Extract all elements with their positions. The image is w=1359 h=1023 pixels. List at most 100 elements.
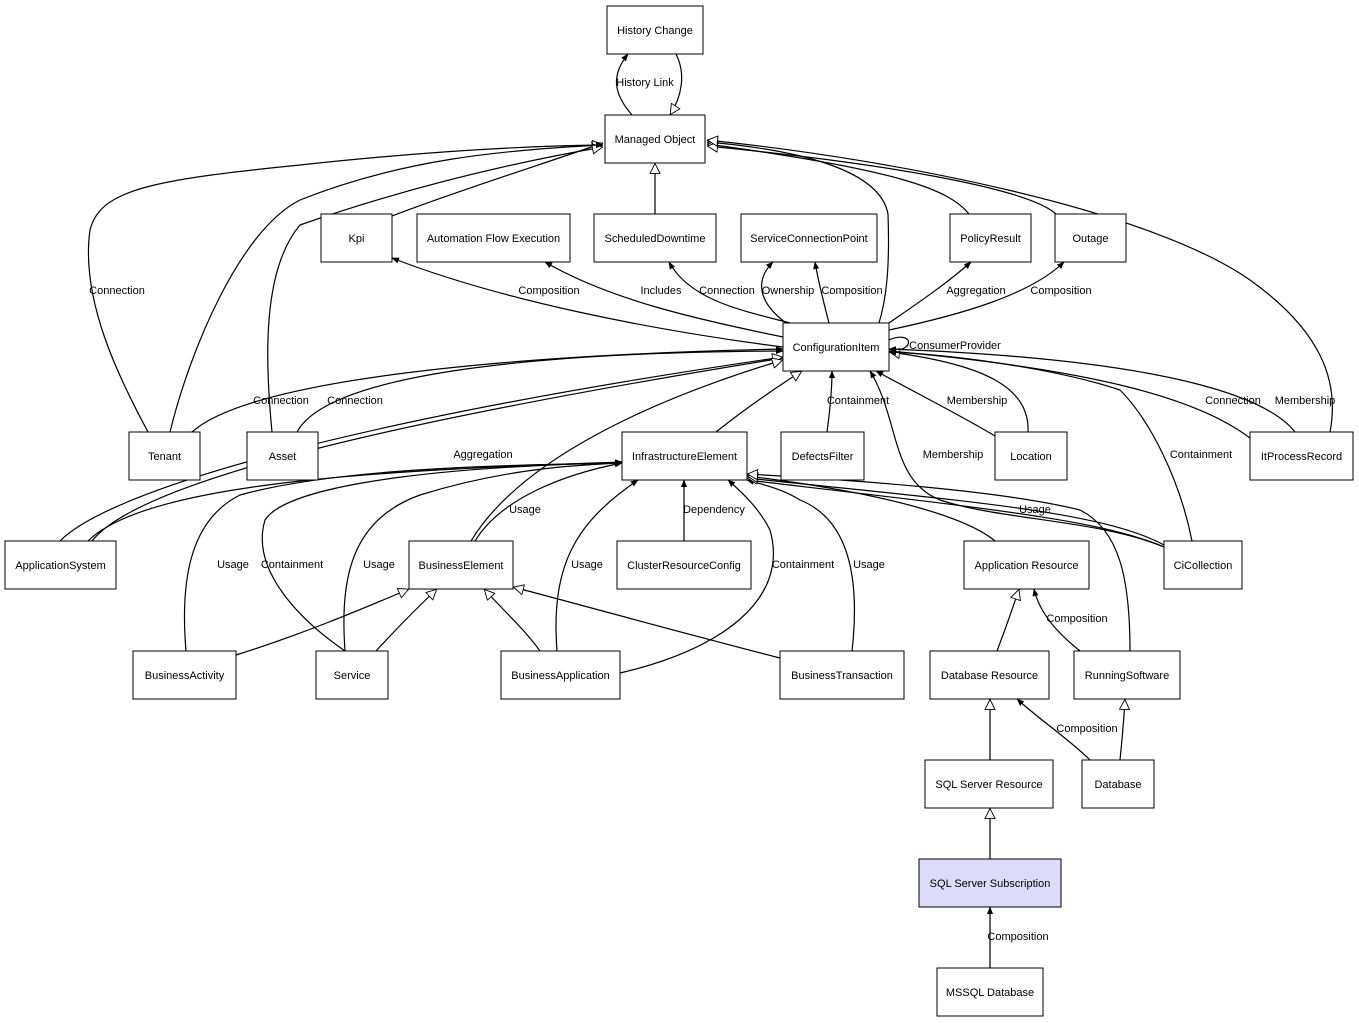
- class-box: [779, 650, 905, 700]
- inheritance-edge-business_transaction-to-business_element: [513, 587, 781, 659]
- class-box: [949, 213, 1032, 263]
- inheritance-edge-tenant-to-managed_object: [169, 145, 603, 433]
- class-box: [780, 431, 865, 481]
- inheritance-edge-business_activity-to-business_element: [235, 589, 409, 656]
- class-node-policy-result[interactable]: PolicyResult: [949, 213, 1032, 263]
- edge-label: Connection: [253, 395, 309, 407]
- class-node-business-activity[interactable]: BusinessActivity: [132, 650, 237, 700]
- class-node-application-system[interactable]: ApplicationSystem: [4, 540, 117, 590]
- class-box: [246, 431, 319, 481]
- edge-label: Aggregation: [453, 449, 512, 461]
- class-box: [1249, 431, 1354, 481]
- class-node-database-resource[interactable]: Database Resource: [929, 650, 1050, 700]
- edge-label: Connection: [1205, 395, 1261, 407]
- association-edge-configuration_item-to-outage: [888, 261, 1065, 331]
- class-node-ci-collection[interactable]: CiCollection: [1163, 540, 1243, 590]
- class-node-business-element[interactable]: BusinessElement: [408, 540, 514, 590]
- class-label: BusinessActivity: [145, 670, 225, 682]
- class-node-managed-object[interactable]: Managed Object: [604, 114, 706, 164]
- class-node-automation-flow-execution[interactable]: Automation Flow Execution: [416, 213, 571, 263]
- inheritance-edge-configuration_item-to-managed_object: [707, 142, 890, 324]
- class-node-outage[interactable]: Outage: [1054, 213, 1127, 263]
- association-edge-tenant-to-managed_object: [87, 145, 603, 433]
- class-node-tenant[interactable]: Tenant: [128, 431, 201, 481]
- class-label: ClusterResourceConfig: [627, 560, 741, 572]
- class-label: History Change: [617, 25, 693, 37]
- class-node-running-software[interactable]: RunningSoftware: [1073, 650, 1181, 700]
- class-box: [606, 5, 704, 55]
- class-box: [408, 540, 514, 590]
- inheritance-edge-it_process_record-to-managed_object: [707, 140, 1333, 433]
- class-node-mssql-database[interactable]: MSSQL Database: [936, 967, 1044, 1017]
- class-node-defects-filter[interactable]: DefectsFilter: [780, 431, 865, 481]
- inheritance-edge-service-to-business_element: [375, 588, 437, 652]
- class-node-kpi[interactable]: Kpi: [320, 213, 393, 263]
- class-label: MSSQL Database: [946, 987, 1034, 999]
- association-edge-business_application-to-infrastructure_element: [555, 479, 638, 652]
- class-label: Asset: [269, 451, 297, 463]
- class-node-cluster-resource-config[interactable]: ClusterResourceConfig: [616, 540, 752, 590]
- inheritance-edge-database_resource-to-application_resource: [996, 589, 1019, 652]
- edge-label: Connection: [699, 285, 755, 297]
- class-node-business-transaction[interactable]: BusinessTransaction: [779, 650, 905, 700]
- association-edge-ci_collection-to-infrastructure_element: [747, 480, 1165, 548]
- class-node-application-resource[interactable]: Application Resource: [963, 540, 1090, 590]
- class-node-history-change[interactable]: History Change: [606, 5, 704, 55]
- class-box: [1073, 650, 1181, 700]
- inheritance-edge-infrastructure_element-to-configuration_item: [715, 370, 802, 433]
- class-label: PolicyResult: [960, 233, 1021, 245]
- class-label: ApplicationSystem: [15, 560, 106, 572]
- inheritance-edge-application_resource-to-infrastructure_element: [747, 476, 996, 542]
- class-node-scheduled-downtime[interactable]: ScheduledDowntime: [593, 213, 717, 263]
- class-label: InfrastructureElement: [632, 451, 737, 463]
- class-node-location[interactable]: Location: [994, 431, 1068, 481]
- edge-label: Connection: [327, 395, 383, 407]
- class-label: SQL Server Subscription: [930, 878, 1051, 890]
- association-edge-location-to-configuration_item: [876, 370, 996, 437]
- inheritance-edge-outage-to-managed_object: [707, 146, 1057, 215]
- class-label: ScheduledDowntime: [605, 233, 706, 245]
- class-label: BusinessTransaction: [791, 670, 893, 682]
- class-node-service[interactable]: Service: [315, 650, 389, 700]
- class-node-sql-server-resource[interactable]: SQL Server Resource: [924, 759, 1054, 809]
- edge-label: Containment: [1170, 449, 1232, 461]
- inheritance-edge-asset-to-managed_object: [267, 147, 603, 433]
- class-node-sql-server-subscription[interactable]: SQL Server Subscription: [918, 858, 1062, 908]
- class-box: [1081, 759, 1155, 809]
- class-label: BusinessElement: [419, 560, 504, 572]
- association-edge-business_application-to-infrastructure_element: [619, 479, 775, 674]
- edge-label: Composition: [821, 285, 882, 297]
- inheritance-edge-policy_result-to-managed_object: [707, 144, 970, 215]
- class-node-database[interactable]: Database: [1081, 759, 1155, 809]
- class-label: Application Resource: [975, 560, 1079, 572]
- class-box: [132, 650, 237, 700]
- class-box: [918, 858, 1062, 908]
- edge-label: Usage: [217, 559, 249, 571]
- edge-label: Usage: [571, 559, 603, 571]
- class-label: CiCollection: [1174, 560, 1233, 572]
- edge-label: Ownership: [762, 285, 815, 297]
- class-node-business-application[interactable]: BusinessApplication: [500, 650, 621, 700]
- class-node-it-process-record[interactable]: ItProcessRecord: [1249, 431, 1354, 481]
- association-edge-business_activity-to-infrastructure_element: [183, 463, 622, 652]
- edge-label: Composition: [518, 285, 579, 297]
- edge-label: Connection: [89, 285, 145, 297]
- class-box: [4, 540, 117, 590]
- inheritance-edge-location-to-configuration_item: [889, 352, 1029, 433]
- class-box: [500, 650, 621, 700]
- class-label: Kpi: [349, 233, 365, 245]
- class-node-infrastructure-element[interactable]: InfrastructureElement: [621, 431, 748, 481]
- association-edge-running_software-to-application_resource: [1034, 589, 1081, 652]
- edge-label: Containment: [261, 559, 323, 571]
- class-box: [1163, 540, 1243, 590]
- class-node-configuration-item[interactable]: ConfigurationItem: [782, 322, 890, 372]
- association-edge-configuration_item-to-service_connection_point: [761, 261, 787, 324]
- association-edge-business_element-to-infrastructure_element: [474, 463, 622, 542]
- class-node-asset[interactable]: Asset: [246, 431, 319, 481]
- association-edge-service-to-infrastructure_element: [343, 463, 622, 652]
- edge-label: Composition: [1030, 285, 1091, 297]
- class-label: Outage: [1072, 233, 1108, 245]
- class-node-service-connection-point[interactable]: ServiceConnectionPoint: [740, 213, 878, 263]
- class-label: DefectsFilter: [792, 451, 854, 463]
